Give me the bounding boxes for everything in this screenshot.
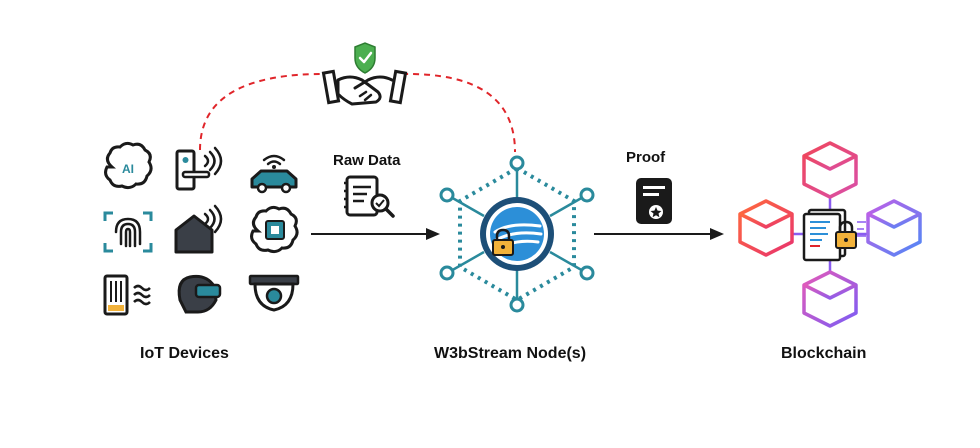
proof-document-icon [636, 178, 672, 224]
fingerprint-scanner-icon [103, 211, 153, 253]
ai-brain-icon: AI [104, 141, 153, 190]
arrow-devices-to-node [311, 228, 440, 240]
iot-device-grid: AI [103, 141, 300, 316]
vr-headset-icon [177, 274, 222, 314]
iot-devices-label: IoT Devices [140, 345, 229, 362]
raw-data-label: Raw Data [333, 152, 401, 169]
trust-connection-arc [199, 72, 516, 153]
sensor-device-icon [103, 274, 151, 316]
hexagon-node-lock-icon [439, 155, 595, 313]
blockchain-label: Blockchain [781, 345, 867, 362]
node-label: W3bStream Node(s) [434, 345, 587, 362]
svg-text:AI: AI [122, 162, 134, 176]
security-camera-icon [248, 274, 300, 312]
cube-right [866, 199, 922, 257]
cube-bottom [802, 270, 858, 328]
handshake-shield-icon [321, 42, 408, 106]
cube-chain-contract-icon [738, 141, 922, 328]
document-search-icon [344, 175, 395, 218]
arrow-node-to-blockchain [594, 228, 724, 240]
smart-lock-icon [175, 146, 223, 191]
cube-left [738, 199, 794, 257]
proof-label: Proof [626, 149, 666, 166]
smart-contract-icon [802, 208, 866, 262]
smart-home-icon [174, 204, 223, 254]
cube-top [802, 141, 858, 199]
chip-brain-icon [250, 205, 299, 254]
connected-car-icon [250, 154, 298, 194]
